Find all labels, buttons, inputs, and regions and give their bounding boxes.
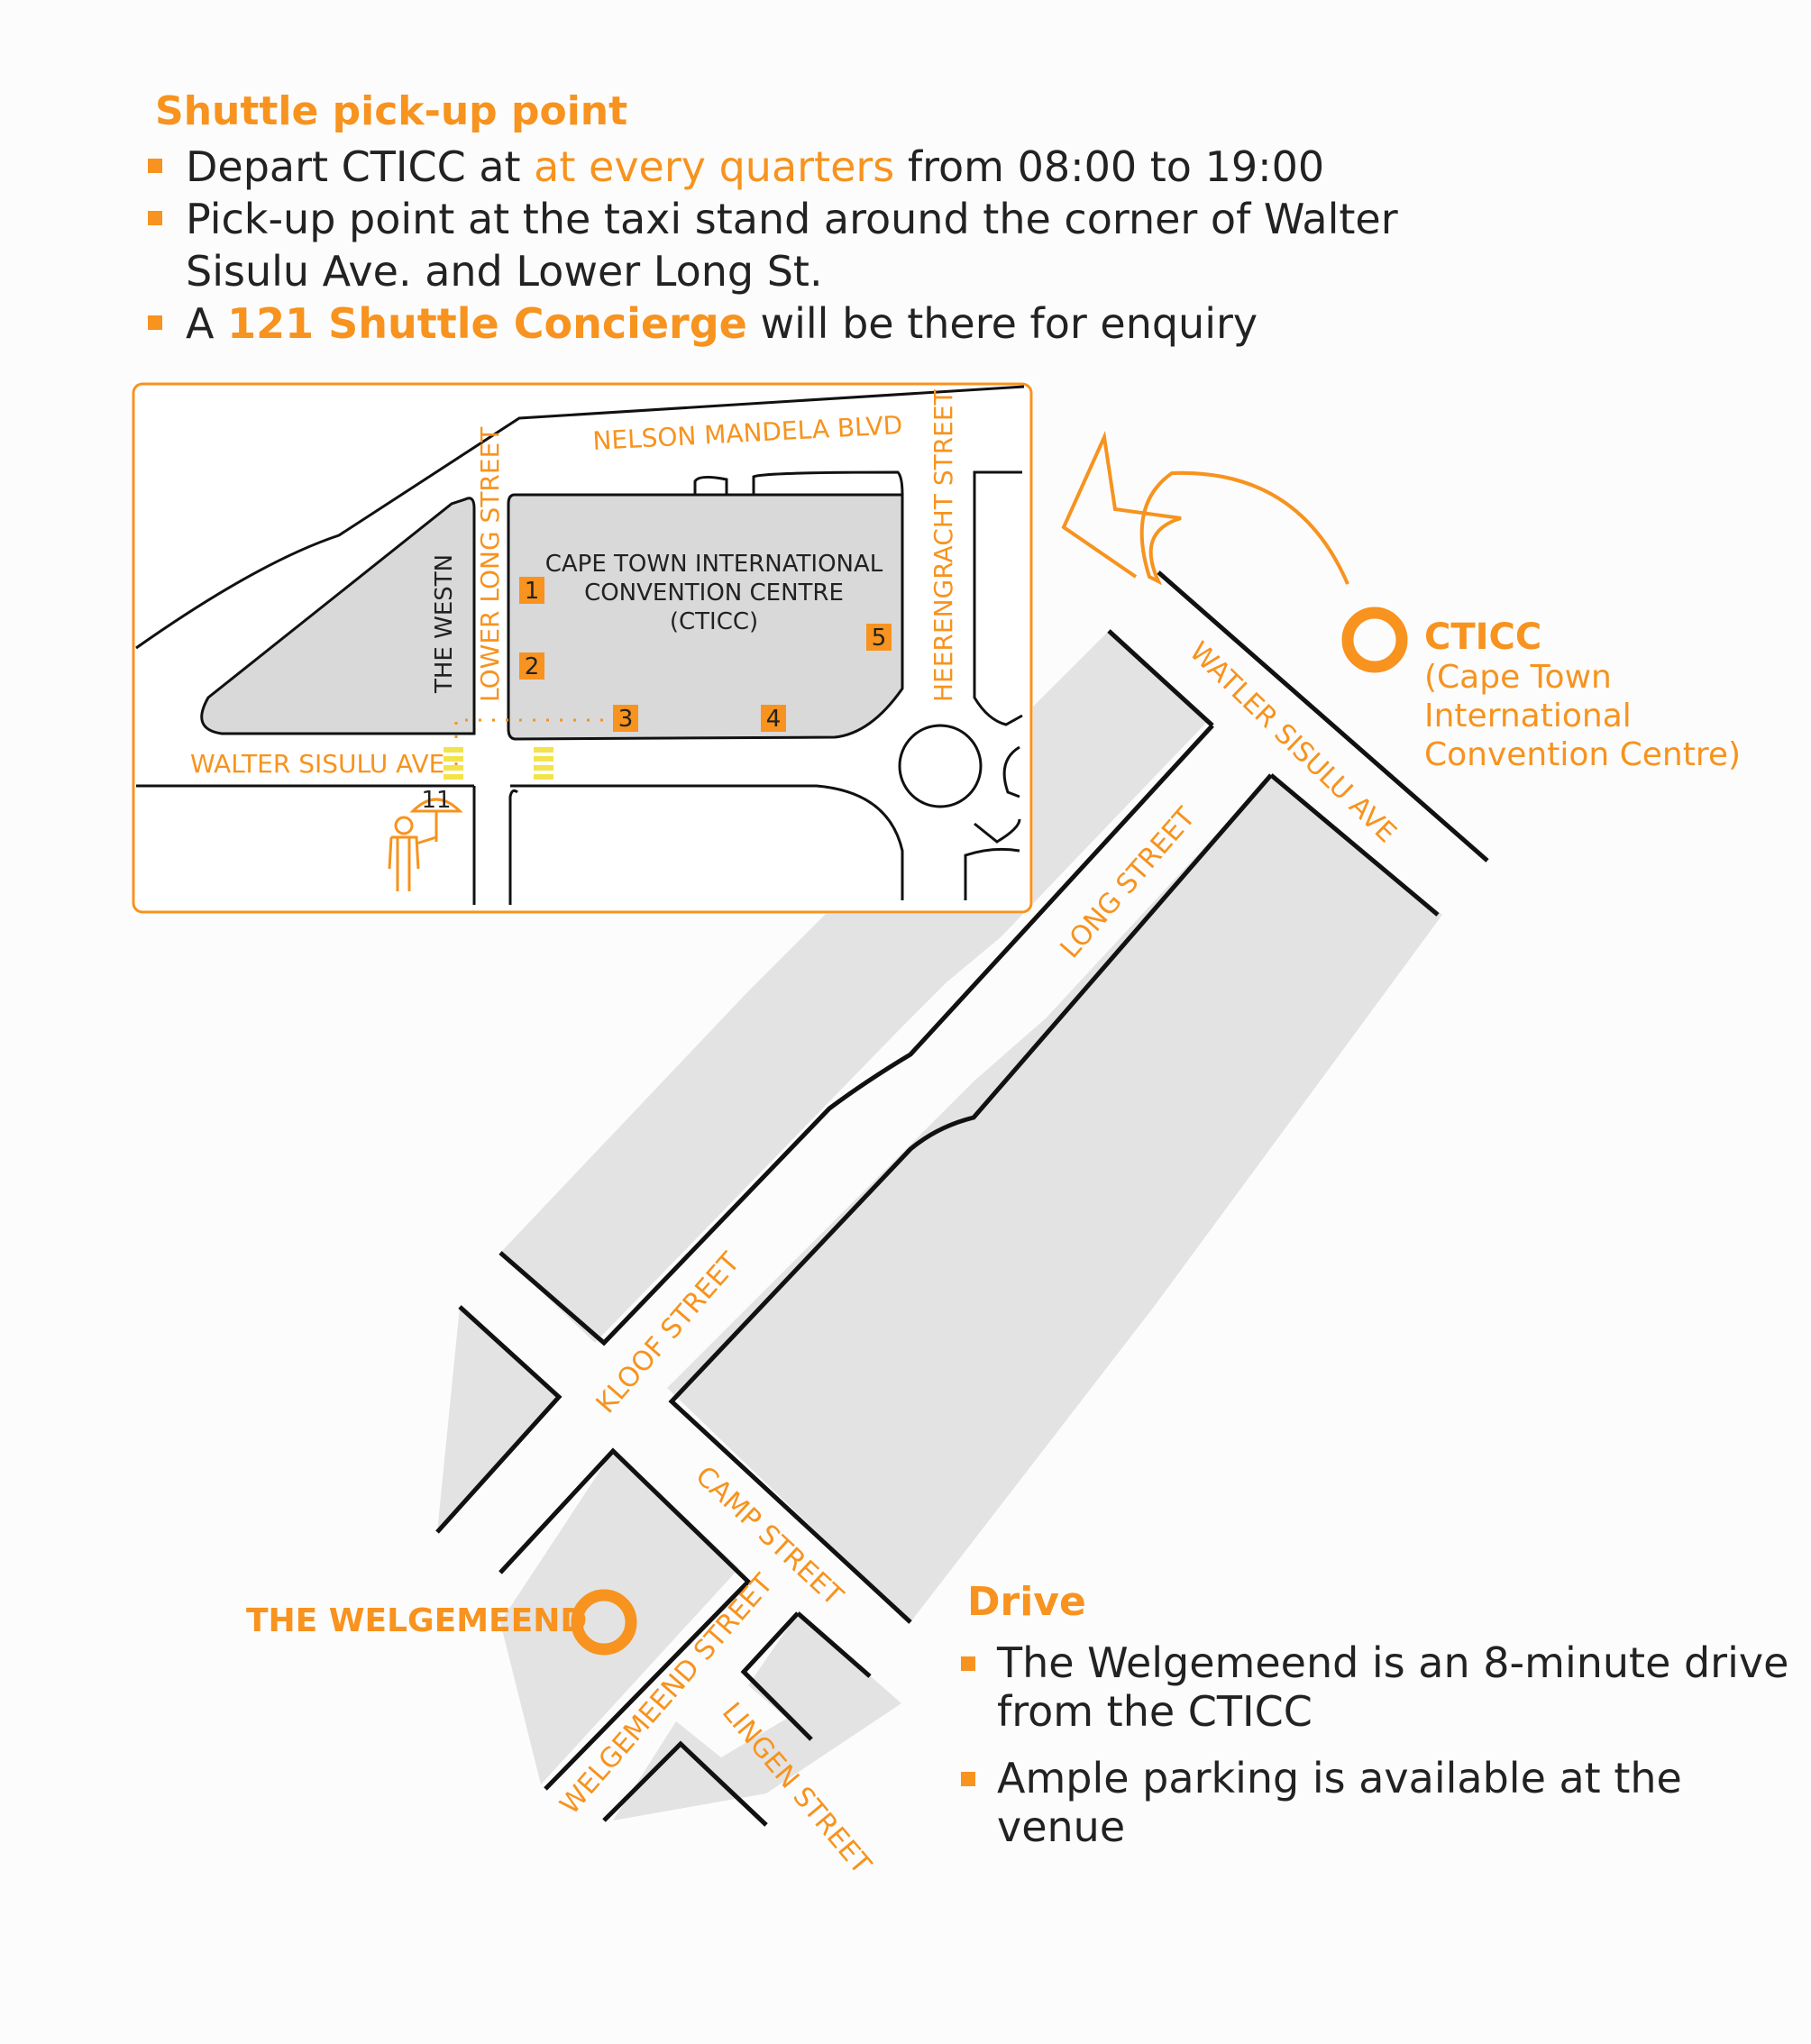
shuttle-item-3: A 121 Shuttle Concierge will be there fo… bbox=[186, 297, 1258, 350]
marker-4-label: 4 bbox=[766, 706, 782, 733]
bullet bbox=[148, 211, 162, 225]
welgemeend-right bbox=[740, 1611, 872, 1741]
marker-2-label: 2 bbox=[525, 653, 540, 680]
marker-3-label: 3 bbox=[618, 706, 634, 733]
marker-5-label: 5 bbox=[872, 625, 887, 652]
marker-2 bbox=[519, 652, 544, 680]
inset-cticc-line3: (CTICC) bbox=[670, 608, 758, 635]
cticc-title: CTICC bbox=[1424, 616, 1542, 658]
crosswalk-right bbox=[534, 747, 553, 753]
cticc-sub-1: (Cape Town bbox=[1424, 659, 1612, 696]
drive-item-2-line2: venue bbox=[997, 1802, 1126, 1851]
drive-item-1: The Welgemeend is an 8-minute drive from… bbox=[997, 1638, 1788, 1736]
road-lines bbox=[435, 570, 1489, 1827]
welgemeend-title: THE WELGEMEEND bbox=[246, 1602, 588, 1639]
bullet bbox=[961, 1772, 975, 1786]
welgemeend-location-icon bbox=[571, 1589, 637, 1656]
camp-lower bbox=[498, 1447, 752, 1791]
inset-markers: 1 2 3 4 5 bbox=[519, 577, 892, 733]
lower-long-right bbox=[508, 789, 518, 905]
long-edge-left bbox=[498, 724, 1214, 1346]
right-block bbox=[973, 470, 1023, 726]
block-left-small bbox=[437, 1307, 559, 1532]
marker-1 bbox=[519, 577, 544, 604]
cticc-sub-3: Convention Centre) bbox=[1424, 736, 1742, 773]
pickup-sign-label: 11 bbox=[421, 787, 451, 814]
inset-lower-long-label: LOWER LONG STREET bbox=[475, 426, 505, 702]
inset-heerengracht-label: HEERENGRACHT STREET bbox=[928, 388, 958, 702]
block-bottom bbox=[613, 1721, 766, 1820]
block-welgemeend bbox=[500, 1451, 739, 1784]
shuttle-item-2-line2: Sisulu Ave. and Lower Long St. bbox=[186, 247, 823, 296]
shuttle-item-2-line1: Pick-up point at the taxi stand around t… bbox=[186, 195, 1398, 243]
crosswalks bbox=[444, 747, 553, 780]
walter-road-right bbox=[510, 784, 904, 900]
bullet bbox=[961, 1656, 975, 1671]
nelson-road bbox=[135, 385, 1025, 650]
drive-item-1-line2: from the CTICC bbox=[997, 1687, 1313, 1736]
walter-edge-lower bbox=[1107, 629, 1214, 727]
shuttle-item-3-a: A bbox=[186, 299, 228, 348]
inset-roads bbox=[135, 385, 1025, 905]
marker-1-label: 1 bbox=[525, 578, 540, 605]
drive-item-2: Ample parking is available at the venue bbox=[997, 1754, 1682, 1851]
shuttle-item-1-b: at every quarters bbox=[534, 142, 895, 191]
kloof-lower-left bbox=[435, 1305, 563, 1534]
roundabout bbox=[898, 724, 983, 808]
umbrella-canopy bbox=[409, 798, 463, 813]
shuttle-item-2: Pick-up point at the taxi stand around t… bbox=[186, 193, 1398, 297]
walter-edge-upper bbox=[1157, 570, 1489, 862]
crosswalk-left bbox=[444, 774, 463, 780]
concierge-person-icon bbox=[388, 798, 463, 891]
inset-blocks bbox=[200, 493, 904, 741]
crosswalk-left bbox=[444, 747, 463, 753]
roundabout-lines bbox=[964, 745, 1021, 900]
cticc-sub-2: International bbox=[1424, 698, 1632, 735]
crosswalk-right bbox=[534, 756, 553, 762]
bullet bbox=[148, 315, 162, 330]
inset-walter-label: WALTER SISULU AVE bbox=[190, 749, 444, 779]
marker-3 bbox=[613, 705, 638, 732]
cticc-block bbox=[507, 493, 904, 741]
inset-westin-label: THE WESTN bbox=[431, 554, 458, 694]
crosswalk-right bbox=[534, 765, 553, 771]
shuttle-item-1: Depart CTICC at at every quarters from 0… bbox=[186, 141, 1324, 193]
shuttle-item-3-b: 121 Shuttle Concierge bbox=[227, 299, 747, 348]
drive-heading: Drive bbox=[967, 1579, 1086, 1625]
inset-map: NELSON MANDELA BLVD LOWER LONG STREET HE… bbox=[132, 382, 1033, 914]
small-notches bbox=[693, 470, 904, 496]
inset-cticc-line2: CONVENTION CENTRE bbox=[584, 579, 844, 607]
marker-4 bbox=[761, 705, 786, 732]
shuttle-item-1-a: Depart CTICC at bbox=[186, 142, 535, 191]
cticc-subtitle: (Cape Town International Convention Cent… bbox=[1424, 658, 1741, 774]
cticc-location-icon bbox=[1341, 607, 1408, 673]
westin-block bbox=[200, 497, 476, 735]
shuttle-item-1-c: from 08:00 to 19:00 bbox=[894, 142, 1325, 191]
person-body bbox=[388, 835, 437, 891]
person-head bbox=[394, 816, 414, 835]
bullet bbox=[148, 159, 162, 173]
crosswalk-right bbox=[534, 774, 553, 780]
marker-5 bbox=[866, 624, 892, 651]
inset-cticc-line1: CAPE TOWN INTERNATIONAL bbox=[545, 551, 883, 578]
block-right-long bbox=[667, 775, 1442, 1622]
drive-item-2-line1: Ample parking is available at the bbox=[997, 1754, 1682, 1802]
lingen-left bbox=[602, 1740, 768, 1827]
shuttle-heading: Shuttle pick-up point bbox=[155, 88, 628, 134]
shuttle-item-3-c: will be there for enquiry bbox=[746, 299, 1258, 348]
direction-arrow-icon bbox=[1061, 430, 1349, 586]
long-edge-right bbox=[668, 773, 1440, 1624]
block-lower-right bbox=[721, 1672, 901, 1793]
drive-item-1-line1: The Welgemeend is an 8-minute drive bbox=[997, 1638, 1789, 1687]
crosswalk-left bbox=[444, 756, 463, 762]
crosswalk-left bbox=[444, 765, 463, 771]
